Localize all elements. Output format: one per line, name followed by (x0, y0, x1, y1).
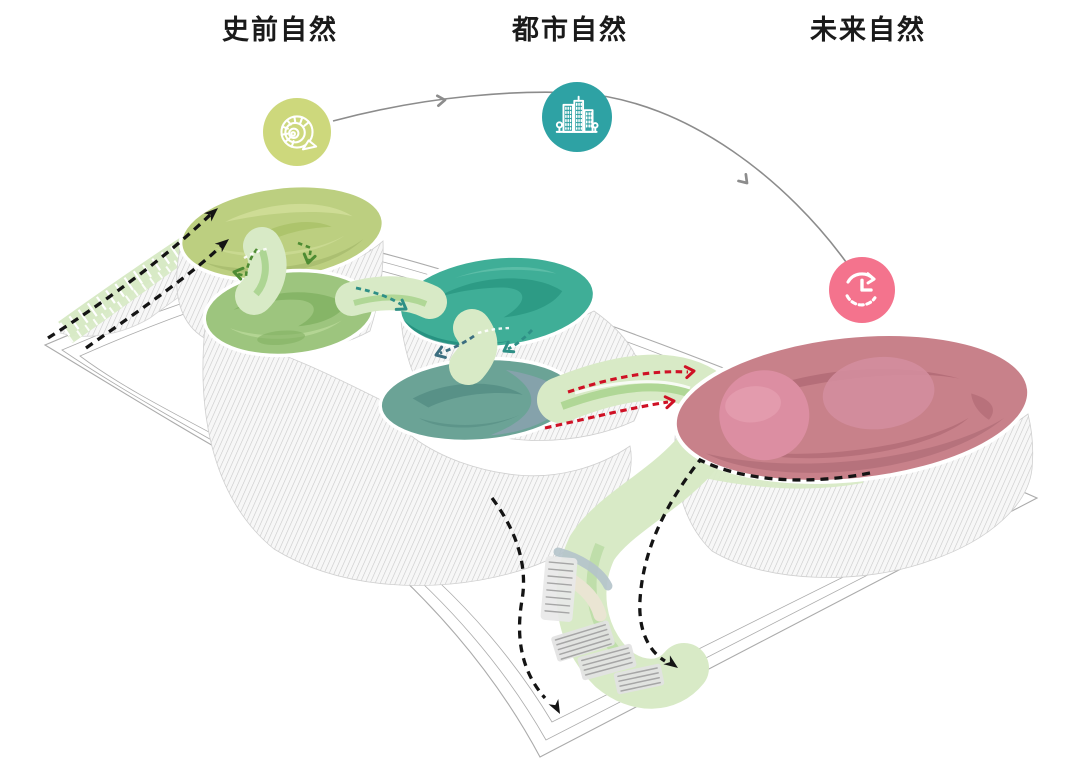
stage-title-prehistoric: 史前自然 (222, 15, 338, 45)
terrace-stairs (540, 547, 665, 695)
exit-arrows (490, 457, 871, 717)
prehistoric-flow-arrows (231, 241, 317, 281)
ammonite-glyph (280, 115, 318, 151)
stage-title-future: 未来自然 (810, 15, 926, 45)
roof-future (672, 332, 1032, 484)
roof-urban-1 (397, 254, 597, 350)
entry-arrows (47, 203, 233, 350)
clock-glyph (845, 272, 877, 307)
stage-title-urban: 都市自然 (512, 15, 628, 45)
future-flow-arrows (544, 364, 697, 430)
city-skyline-icon (542, 82, 612, 152)
city-glyph (555, 95, 599, 133)
ammonite-fossil-icon (263, 98, 331, 166)
clock-history-icon (829, 257, 895, 323)
urban-flow-arrows (355, 286, 534, 362)
